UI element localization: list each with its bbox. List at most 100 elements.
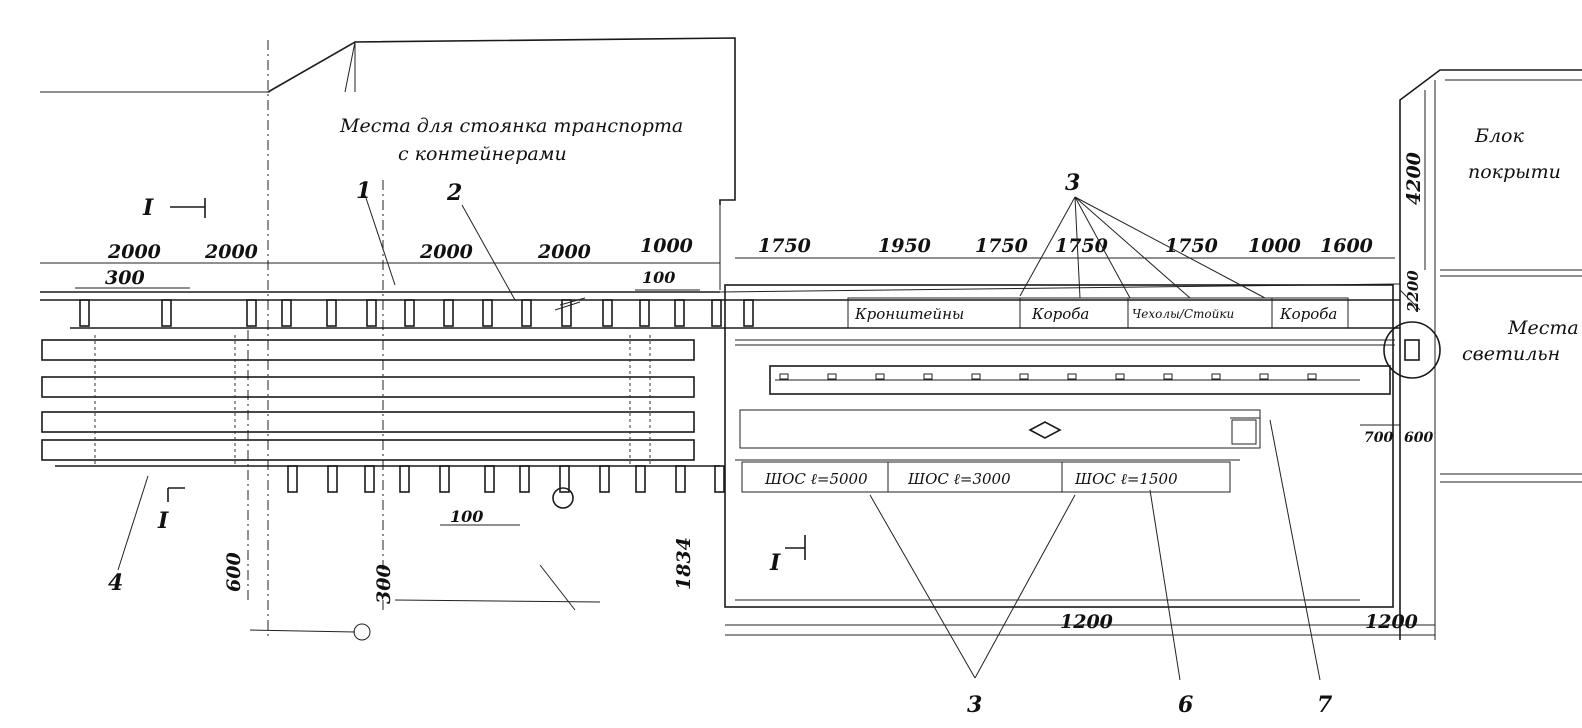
top-post-13 bbox=[674, 299, 685, 327]
section-mark-left: I bbox=[157, 508, 169, 534]
top-post-8 bbox=[482, 299, 493, 327]
misc-details bbox=[249, 297, 1062, 641]
bottom-post-7 bbox=[559, 465, 570, 493]
storage-zone bbox=[724, 284, 1435, 636]
top-post-1 bbox=[161, 299, 172, 327]
bottom-post-11 bbox=[714, 465, 725, 493]
callout-1: 1 bbox=[356, 178, 371, 204]
top-post-12 bbox=[639, 299, 650, 327]
callout-4: 4 bbox=[108, 570, 123, 596]
callout-7: 7 bbox=[1317, 692, 1333, 718]
bottom-post-9 bbox=[635, 465, 646, 493]
bottom-post-3 bbox=[399, 465, 410, 493]
dim-300-b: 300 bbox=[373, 564, 395, 604]
rail-marker-1 bbox=[827, 373, 837, 380]
dim-top-right-3: 1750 bbox=[975, 235, 1028, 257]
callout-numbers: 1 2 3 3 4 6 7 bbox=[108, 170, 1333, 718]
dim-600: 600 bbox=[223, 552, 245, 592]
top-post-15 bbox=[743, 299, 754, 327]
dim-top-left-4: 2000 bbox=[537, 241, 591, 263]
dim-600-b: 600 bbox=[1404, 430, 1433, 446]
top-post-2 bbox=[246, 299, 257, 327]
lamps-caption-line1: Места bbox=[1507, 317, 1579, 339]
storage-labels-top: Кронштейны Короба Чехолы/Стойки Короба bbox=[847, 297, 1349, 329]
top-rail bbox=[40, 283, 1401, 329]
dim-300-a: 300 bbox=[105, 267, 145, 289]
callout-6: 6 bbox=[1178, 692, 1193, 718]
storage-labels-bottom: ШОС ℓ=5000 ШОС ℓ=3000 ШОС ℓ=1500 bbox=[741, 461, 1231, 493]
lamp-circle bbox=[1383, 321, 1441, 379]
dim-100-b: 100 bbox=[450, 507, 483, 526]
dim-top-right-7: 1600 bbox=[1320, 235, 1373, 257]
top-post-14 bbox=[711, 299, 722, 327]
top-post-11 bbox=[602, 299, 613, 327]
dims-other: 100 600 300 1834 1200 1200 4200 2200 700… bbox=[223, 152, 1433, 633]
bottom-post-10 bbox=[675, 465, 686, 493]
callout-3-top: 3 bbox=[1065, 170, 1080, 196]
container-stack-bars bbox=[41, 335, 720, 467]
top-post-4 bbox=[326, 299, 337, 327]
section-mark-top: I bbox=[142, 195, 154, 221]
parking-area bbox=[40, 37, 736, 290]
dim-top-right-1: 1750 bbox=[758, 235, 811, 257]
top-post-9 bbox=[521, 299, 532, 327]
dim-top-left-2: 2000 bbox=[204, 241, 258, 263]
block-caption-line2: покрыти bbox=[1468, 161, 1561, 183]
dim-top-right-6: 1000 bbox=[1248, 235, 1301, 257]
dim-100-a: 100 bbox=[642, 268, 675, 287]
dim-2200: 2200 bbox=[1404, 270, 1422, 313]
dim-1200-a: 1200 bbox=[1060, 611, 1113, 633]
label-koroba-2: Короба bbox=[1279, 305, 1337, 323]
rail-marker-3 bbox=[923, 373, 933, 380]
callout-3-bottom: 3 bbox=[967, 692, 982, 718]
dims-top-left: 2000 2000 2000 2000 1000 300 100 bbox=[105, 235, 693, 289]
top-post-6 bbox=[404, 299, 415, 327]
rail-marker-11 bbox=[1307, 373, 1317, 380]
rail-marker-0 bbox=[779, 373, 789, 380]
parking-caption-line1: Места для стоянка транспорта bbox=[339, 115, 683, 137]
parking-caption-line2: с контейнерами bbox=[398, 143, 567, 165]
rail-marker-5 bbox=[1019, 373, 1029, 380]
dim-1834: 1834 bbox=[673, 537, 695, 590]
bottom-post-1 bbox=[327, 465, 338, 493]
callout-2: 2 bbox=[446, 180, 462, 206]
dim-700: 700 bbox=[1364, 430, 1393, 446]
dim-top-left-1: 2000 bbox=[107, 241, 161, 263]
rail-marker-7 bbox=[1115, 373, 1125, 380]
bottom-post-5 bbox=[484, 465, 495, 493]
dim-top-right-5: 1750 bbox=[1165, 235, 1218, 257]
dim-top-right-2: 1950 bbox=[878, 235, 931, 257]
dim-top-left-3: 2000 bbox=[419, 241, 473, 263]
dimension-lines bbox=[40, 90, 1435, 626]
label-koroba-1: Короба bbox=[1031, 305, 1089, 323]
bottom-post-0 bbox=[287, 465, 298, 493]
label-chekhly-stoiki: Чехолы/Стойки bbox=[1132, 307, 1234, 321]
posts-row-top bbox=[79, 299, 754, 327]
captions: Места для стоянка транспорта с контейнер… bbox=[339, 115, 1579, 365]
dims-top-right: 1750 1950 1750 1750 1750 1000 1600 bbox=[758, 235, 1373, 257]
rail-marker-4 bbox=[971, 373, 981, 380]
hydrant-symbol bbox=[552, 487, 574, 509]
rail-marker-6 bbox=[1067, 373, 1077, 380]
building-block bbox=[1383, 69, 1582, 640]
rail-marker-2 bbox=[875, 373, 885, 380]
bottom-post-4 bbox=[439, 465, 450, 493]
callout-leaders bbox=[117, 194, 1321, 681]
top-post-10 bbox=[561, 299, 572, 327]
section-markers: I I I bbox=[142, 195, 806, 576]
block-caption-line1: Блок bbox=[1474, 125, 1524, 147]
top-post-5 bbox=[366, 299, 377, 327]
label-shos-5000: ШОС ℓ=5000 bbox=[764, 470, 868, 488]
dim-4200: 4200 bbox=[1403, 152, 1425, 205]
top-post-3 bbox=[281, 299, 292, 327]
rail-marker-8 bbox=[1163, 373, 1173, 380]
dim-top-right-4: 1750 bbox=[1055, 235, 1108, 257]
bottom-post-8 bbox=[599, 465, 610, 493]
rail-marker-9 bbox=[1211, 373, 1221, 380]
marker-diamond bbox=[1028, 421, 1062, 439]
top-post-7 bbox=[443, 299, 454, 327]
bottom-post-6 bbox=[519, 465, 530, 493]
label-shos-1500: ШОС ℓ=1500 bbox=[1074, 470, 1178, 488]
